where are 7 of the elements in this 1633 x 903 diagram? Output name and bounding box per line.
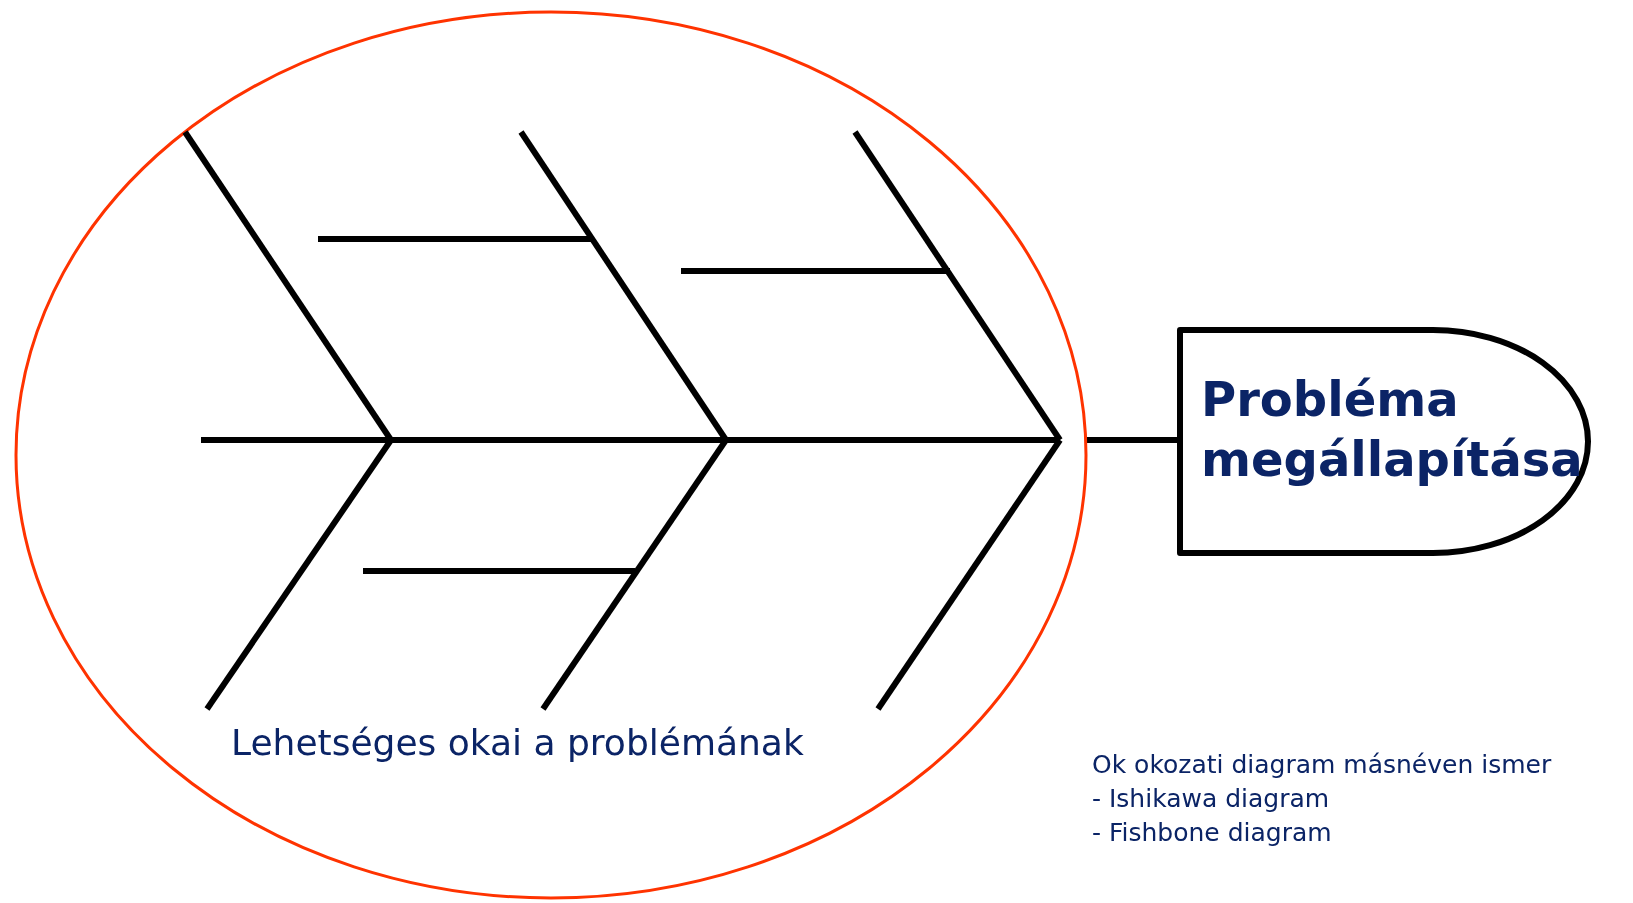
- connector-line: [1085, 437, 1177, 443]
- note-list-item: - Ishikawa diagram: [1092, 784, 1330, 813]
- problem-head-shape: [1177, 327, 1591, 556]
- cause-area-ellipse: [14, 10, 1088, 900]
- problem-statement: Probléma megállapítása: [1201, 370, 1584, 489]
- cause-heading: Lehetséges okai a problémának: [231, 722, 804, 763]
- note-list-item: - Fishbone diagram: [1092, 818, 1332, 847]
